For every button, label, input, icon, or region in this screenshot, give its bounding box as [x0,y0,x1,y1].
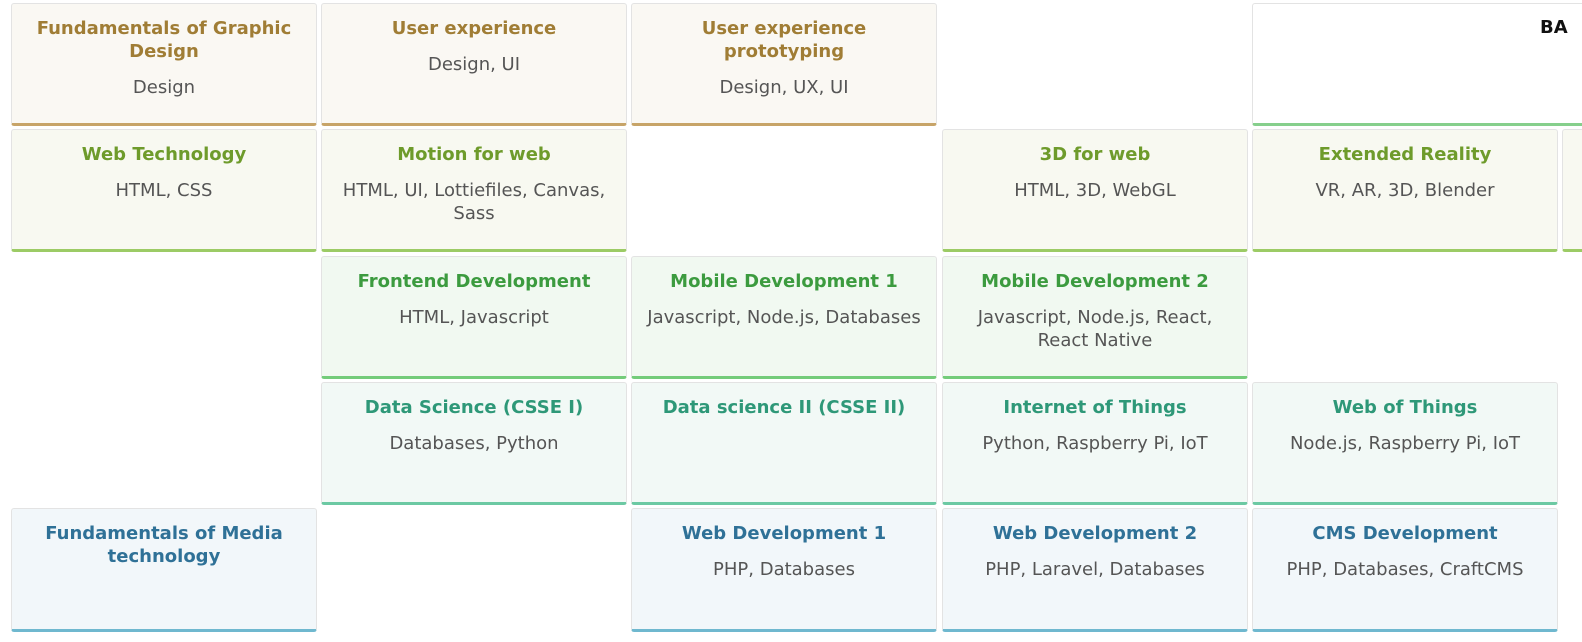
course-card-web-development-1[interactable]: Web Development 1 PHP, Databases [631,508,937,632]
course-title: Fundamentals of Graphic Design [36,18,292,62]
course-card-extended-reality[interactable]: Extended Reality VR, AR, 3D, Blender [1252,129,1558,252]
course-tags: HTML, CSS [115,180,213,201]
course-tags: VR, AR, 3D, Blender [1315,180,1495,201]
course-title: 3D for web [1039,144,1151,165]
course-card-mobile-development-1[interactable]: Mobile Development 1 Javascript, Node.js… [631,256,937,379]
course-card-data-science-2[interactable]: Data science II (CSSE II) [631,382,937,505]
course-tags: Javascript, Node.js, Databases [647,307,921,328]
course-title: User experience [391,18,557,39]
course-title: Frontend Development [357,271,591,292]
course-card-web-technology[interactable]: Web Technology HTML, CSS [11,129,317,252]
course-tags: Python, Raspberry Pi, IoT [982,433,1208,454]
course-card-cms-development[interactable]: CMS Development PHP, Databases, CraftCMS [1252,508,1558,632]
course-card-motion-for-web[interactable]: Motion for web HTML, UI, Lottiefiles, Ca… [321,129,627,252]
course-card-ux-prototyping[interactable]: User experience prototyping Design, UX, … [631,3,937,126]
course-tags: Design, UI [427,54,521,75]
course-tags: HTML, Javascript [399,307,549,328]
course-card-internet-of-things[interactable]: Internet of Things Python, Raspberry Pi,… [942,382,1248,505]
course-title: Web Development 1 [681,523,887,544]
course-tags: Node.js, Raspberry Pi, IoT [1289,433,1521,454]
cut-off-title: BA [1540,17,1568,38]
course-tags: Design, UX, UI [719,77,849,98]
course-card-web-of-things[interactable]: Web of Things Node.js, Raspberry Pi, IoT [1252,382,1558,505]
course-tags: Design [132,77,196,98]
course-tags: PHP, Databases [713,559,855,580]
course-card-partial[interactable] [1562,129,1582,252]
course-title: Internet of Things [1003,397,1187,418]
course-tags: Javascript, Node.js, React, React Native [977,307,1213,351]
course-card-data-science-1[interactable]: Data Science (CSSE I) Databases, Python [321,382,627,505]
course-card-web-development-2[interactable]: Web Development 2 PHP, Laravel, Database… [942,508,1248,632]
course-title: Data Science (CSSE I) [364,397,584,418]
course-title: CMS Development [1312,523,1498,544]
course-tags: HTML, 3D, WebGL [1014,180,1176,201]
course-title: Web Development 2 [992,523,1198,544]
course-tags: Databases, Python [389,433,559,454]
course-title: Mobile Development 1 [670,271,898,292]
course-card-mobile-development-2[interactable]: Mobile Development 2 Javascript, Node.js… [942,256,1248,379]
course-card-3d-for-web[interactable]: 3D for web HTML, 3D, WebGL [942,129,1248,252]
course-tags: PHP, Laravel, Databases [985,559,1205,580]
course-title: Extended Reality [1318,144,1492,165]
course-tags: PHP, Databases, CraftCMS [1286,559,1524,580]
course-title: Data science II (CSSE II) [662,397,906,418]
course-tags: HTML, UI, Lottiefiles, Canvas, Sass [342,180,606,224]
course-title: Web of Things [1332,397,1478,418]
course-card-user-experience[interactable]: User experience Design, UI [321,3,627,126]
course-title: Motion for web [397,144,551,165]
course-title: Fundamentals of Media technology [45,523,283,567]
course-card-frontend-development[interactable]: Frontend Development HTML, Javascript [321,256,627,379]
course-title: Mobile Development 2 [981,271,1209,292]
course-card-fundamentals-media-technology[interactable]: Fundamentals of Media technology [11,508,317,632]
course-title: Web Technology [81,144,247,165]
course-card-partial[interactable] [1252,3,1582,126]
course-card-fundamentals-graphic-design[interactable]: Fundamentals of Graphic Design Design [11,3,317,126]
course-title: User experience prototyping [701,18,867,62]
